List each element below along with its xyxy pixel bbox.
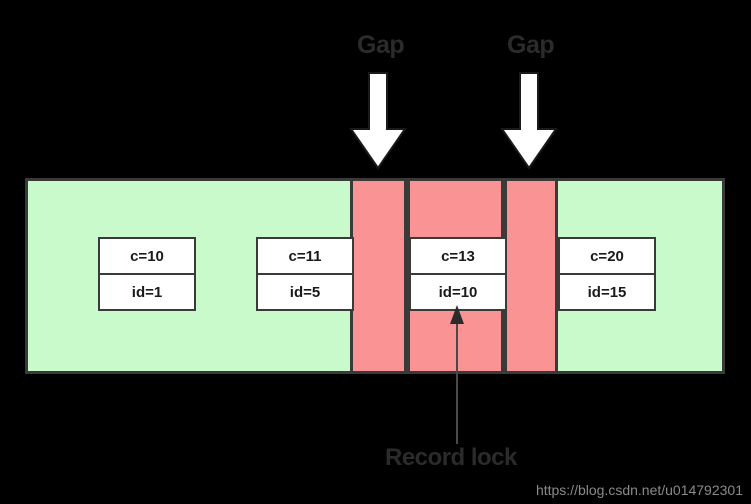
record-c-value: c=13 bbox=[411, 239, 505, 275]
gap-label-right: Gap bbox=[507, 31, 555, 59]
gap-label-left: Gap bbox=[357, 31, 405, 59]
gap-arrow-left-icon bbox=[348, 71, 408, 171]
record-id-value: id=1 bbox=[131, 283, 163, 301]
record-id-value: id=10 bbox=[438, 283, 478, 301]
record-box: c=11 id=5 bbox=[256, 237, 354, 311]
record-id-value: id=5 bbox=[289, 283, 321, 301]
record-c-value: c=11 bbox=[258, 239, 352, 275]
record-c-value: c=20 bbox=[560, 239, 654, 275]
index-band-container: c=10 id=1 c=11 id=5 c=13 id=10 c=20 id=1… bbox=[25, 178, 725, 374]
record-box: c=20 id=15 bbox=[558, 237, 656, 311]
watermark-url: https://blog.csdn.net/u014792301 bbox=[535, 482, 743, 498]
record-box: c=13 id=10 bbox=[409, 237, 507, 311]
record-c-value: c=10 bbox=[100, 239, 194, 275]
gap-arrow-right-icon bbox=[499, 71, 559, 171]
gap-band-right bbox=[504, 181, 558, 371]
record-lock-pointer-icon bbox=[440, 304, 474, 444]
record-box: c=10 id=1 bbox=[98, 237, 196, 311]
record-lock-label: Record lock bbox=[385, 444, 517, 471]
gap-band-left bbox=[350, 181, 407, 371]
record-id-value: id=15 bbox=[587, 283, 627, 301]
